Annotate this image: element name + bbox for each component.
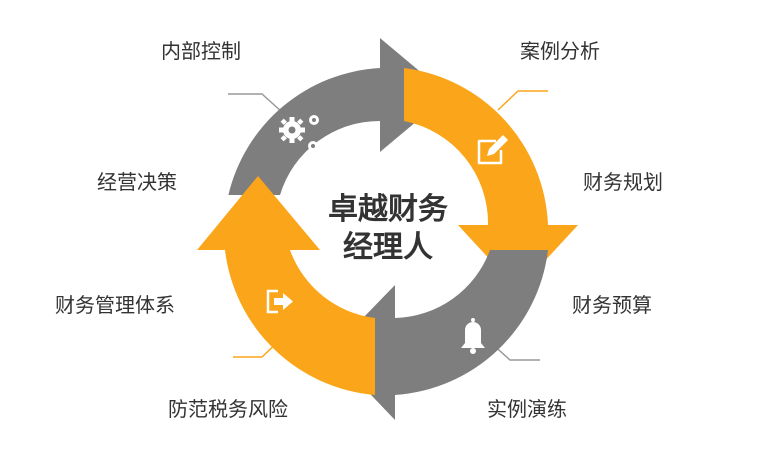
label-finance-system: 财务管理体系: [55, 293, 175, 317]
leader-internal-control: [228, 93, 283, 113]
bell-icon: [461, 318, 485, 354]
segment-top-gray: [228, 38, 448, 195]
center-title-line2: 经理人: [343, 230, 433, 265]
label-internal-control: 内部控制: [161, 39, 241, 63]
label-operating-decision: 经营决策: [97, 170, 177, 194]
center-title-line1: 卓越财务: [328, 192, 448, 227]
label-finance-planning: 财务规划: [583, 170, 663, 194]
label-practice-drill: 实例演练: [487, 397, 567, 421]
label-finance-budget: 财务预算: [572, 293, 652, 317]
leader-case-analysis: [497, 90, 548, 111]
segment-right-orange: [404, 68, 578, 290]
segment-left-orange: [197, 176, 375, 395]
segment-bottom-gray: [330, 250, 548, 420]
exit-icon: [266, 289, 293, 314]
label-tax-risk: 防范税务风险: [168, 397, 288, 421]
label-case-analysis: 案例分析: [520, 39, 600, 63]
edit-icon: [477, 135, 508, 165]
